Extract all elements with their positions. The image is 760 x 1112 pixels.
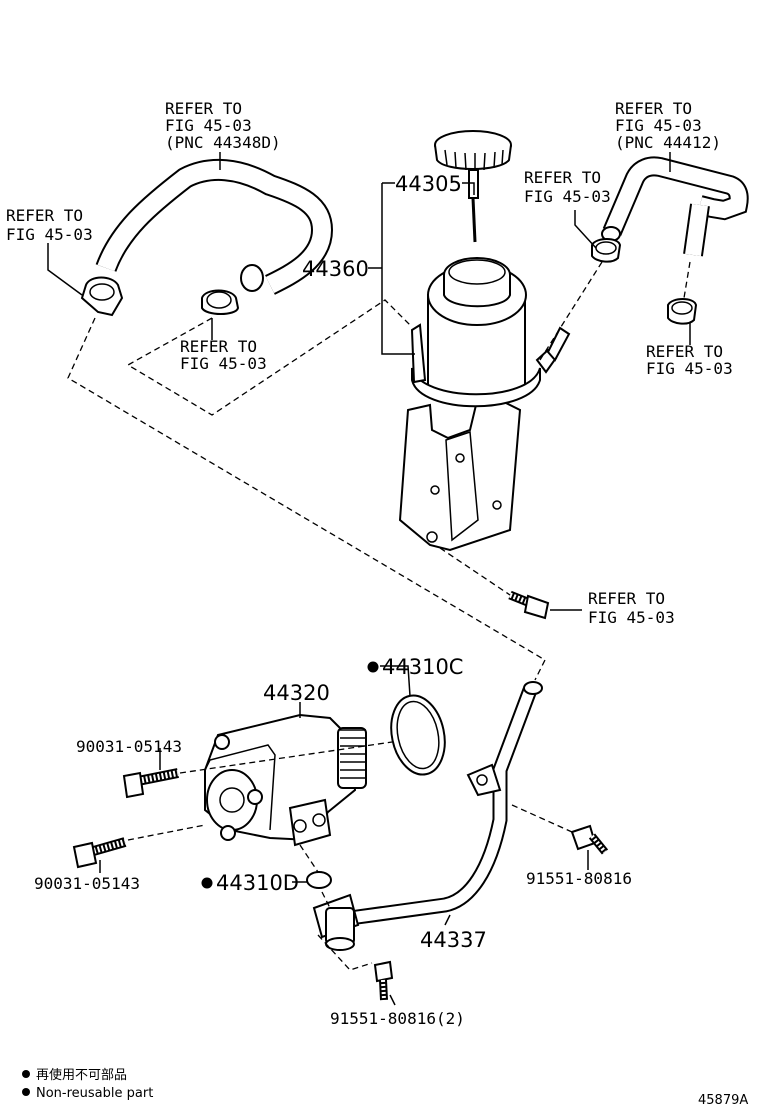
refer-line-3: (PNC 44412) [615,133,721,152]
legend-dot-1 [22,1070,30,1078]
legend-dot-2 [22,1088,30,1096]
refer-line-3: (PNC 44348D) [165,133,281,152]
refer-line-1: REFER TO [6,206,83,225]
o-ring-c [390,694,446,776]
hose-clamp-left [80,276,124,317]
refer-label-top-right-hose: REFER TO FIG 45-03 (PNC 44412) [615,99,721,152]
refer-label-middle-clamp: REFER TO FIG 45-03 [180,337,267,373]
refer-label-left-clamp: REFER TO FIG 45-03 [6,206,93,244]
refer-line-1: REFER TO [524,168,601,187]
non-reusable-dot-d [201,877,213,889]
part-number-reservoir: 44360 [302,257,369,281]
refer-label-right-clamp-upper: REFER TO FIG 45-03 [524,168,611,206]
return-hose-left [95,158,334,295]
part-number-pipe: 44337 [420,928,487,952]
refer-line-2: FIG 45-03 [6,225,93,244]
refer-label-top-left-hose: REFER TO FIG 45-03 (PNC 44348D) [165,99,281,152]
part-number-pipe-bolt: 91551-80816 [526,869,632,888]
refer-line-1: REFER TO [646,342,723,361]
refer-line-1: REFER TO [165,99,242,118]
refer-line-2: FIG 45-03 [615,116,702,135]
refer-line-1: REFER TO [180,337,257,356]
part-number-bolt-lower: 90031-05143 [34,874,140,893]
pump-bolt-upper [122,768,179,799]
legend-japanese: 再使用不可部品 [36,1067,127,1083]
part-number-bolt-upper: 90031-05143 [76,737,182,756]
hose-clamp-right-upper [591,238,622,263]
vane-pump [204,713,367,847]
oil-reservoir [398,257,571,552]
diagram-id: 45879A [698,1093,748,1108]
pump-bolt-lower [72,837,127,869]
part-number-oring-d: 44310D [216,871,299,895]
supply-hose-right [601,156,749,257]
refer-label-right-clamp-lower: REFER TO FIG 45-03 [646,342,733,378]
legend: 再使用不可部品 Non-reusable part [22,1067,153,1101]
refer-line-2: FIG 45-03 [588,608,675,627]
refer-line-1: REFER TO [615,99,692,118]
refer-line-2: FIG 45-03 [646,359,733,378]
refer-line-2: FIG 45-03 [180,354,267,373]
part-number-cap: 44305 [395,172,462,196]
part-number-pipe-bolt-pair: 91551-80816(2) [330,1009,465,1028]
legend-english: Non-reusable part [36,1086,153,1101]
leader-lines [47,152,691,1006]
assembly-lines [67,261,691,971]
refer-line-2: FIG 45-03 [524,187,611,206]
hose-clamp-middle [201,289,240,315]
hose-clamp-right-lower [667,298,698,325]
o-ring-d [306,871,332,889]
part-number-pump: 44320 [263,681,330,705]
pipe-bolt [570,824,609,855]
refer-line-1: REFER TO [588,589,665,608]
pipe-bolt-pair [373,960,394,1001]
refer-line-2: FIG 45-03 [165,116,252,135]
part-number-oring-c: 44310C [382,655,463,679]
refer-label-bracket-bolt: REFER TO FIG 45-03 [588,589,675,627]
bracket-bolt [508,590,550,620]
non-reusable-dot-c [367,661,379,673]
